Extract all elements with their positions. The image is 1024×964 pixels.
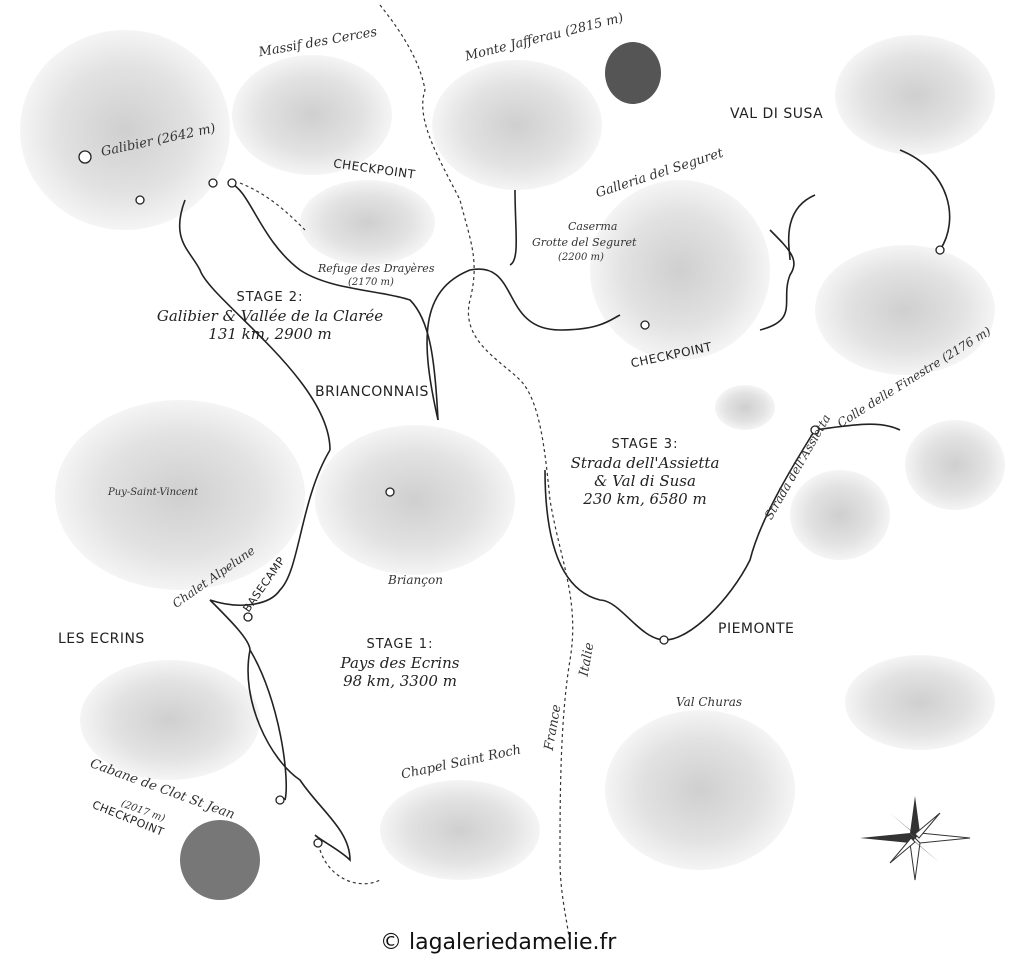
- stage-1-info: STAGE 1: Pays des Ecrins 98 km, 3300 m: [330, 636, 470, 690]
- campfire-vignette: [905, 420, 1005, 510]
- cabane-vignette: [80, 660, 260, 780]
- stage-name: Pays des Ecrins: [340, 654, 460, 672]
- refuge-vignette: [300, 180, 435, 265]
- dotted-track: [239, 182, 381, 885]
- label-grotte-alt: (2200 m): [558, 252, 604, 263]
- tunnel-vignette: [605, 42, 661, 104]
- jafferau-vignette: [432, 60, 602, 190]
- briancon-vignette: [315, 425, 515, 575]
- label-briancon: Briançon: [388, 573, 443, 587]
- fondue-vignette: [180, 820, 260, 900]
- stage-stats: 131 km, 2900 m: [208, 325, 332, 343]
- puy-vignette: [55, 400, 305, 590]
- stage-heading: STAGE 1:: [366, 637, 434, 652]
- stage-name: Strada dell'Assietta: [570, 454, 720, 472]
- assietta-route: [814, 423, 901, 431]
- stage-heading: STAGE 3:: [611, 437, 679, 452]
- stage1-route: [209, 449, 351, 862]
- stage-heading: STAGE 2:: [236, 290, 304, 305]
- susa-town-vignette: [835, 35, 995, 155]
- sheep-vignette: [845, 655, 995, 750]
- seguret-vignette: [590, 180, 770, 360]
- stage-name-2: & Val di Susa: [594, 472, 696, 490]
- region-les-ecrins: LES ECRINS: [58, 631, 145, 647]
- label-val-churas: Val Churas: [676, 695, 743, 709]
- cerces-vignette: [232, 55, 392, 175]
- region-brianconnais: BRIANCONNAIS: [315, 384, 429, 400]
- label-caserma: Caserma: [568, 220, 618, 233]
- region-val-di-susa: VAL DI SUSA: [730, 106, 824, 122]
- stage2-route: [229, 182, 439, 421]
- chapel-vignette: [380, 780, 540, 880]
- region-piemonte: PIEMONTE: [718, 621, 795, 637]
- stage3-route: [426, 149, 951, 641]
- label-puy: Puy-Saint-Vincent: [108, 487, 198, 498]
- label-grotte: Grotte del Seguret: [532, 236, 637, 249]
- galibier-vignette: [20, 30, 230, 230]
- barn-vignette: [790, 470, 890, 560]
- label-refuge: Refuge des Drayères: [318, 262, 435, 275]
- compass-rose-icon: [860, 796, 971, 881]
- stage-3-info: STAGE 3: Strada dell'Assietta & Val di S…: [545, 436, 745, 508]
- stage-stats: 98 km, 3300 m: [343, 672, 457, 690]
- finestre-vignette: [815, 245, 995, 375]
- fort-vignette: [715, 385, 775, 430]
- copyright-link[interactable]: © lagaleriedamelie.fr: [380, 930, 617, 955]
- stage2-return: [178, 199, 331, 451]
- france-italy-border: [379, 4, 574, 951]
- waypoint-marker: [208, 178, 218, 188]
- stage-stats: 230 km, 6580 m: [583, 490, 707, 508]
- stage-2-info: STAGE 2: Galibier & Vallée de la Clarée …: [150, 289, 390, 343]
- stage-name: Galibier & Vallée de la Clarée: [156, 307, 384, 325]
- label-refuge-alt: (2170 m): [348, 277, 394, 288]
- churas-vignette: [605, 710, 795, 870]
